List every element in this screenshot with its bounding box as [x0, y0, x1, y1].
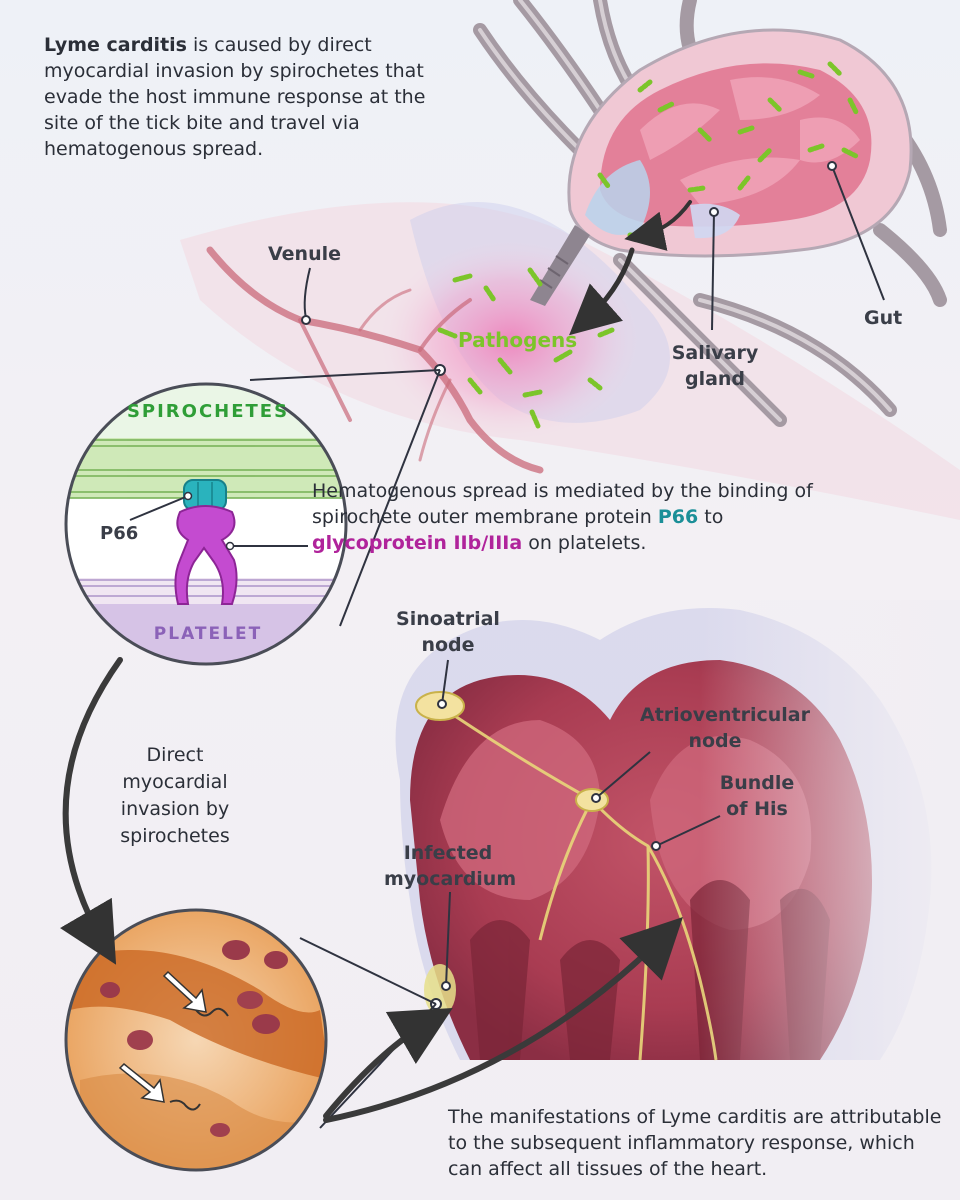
leader-lines-top [249, 161, 885, 627]
binding-post: on platelets. [522, 532, 647, 554]
intro-bold: Lyme carditis [44, 34, 187, 56]
binding-pre: Hematogenous spread is mediated by the b… [312, 480, 813, 528]
binding-paragraph: Hematogenous spread is mediated by the b… [312, 478, 832, 556]
label-venule: Venule [268, 243, 342, 265]
label-gut: Gut [864, 307, 903, 329]
label-spirochetes: SPIROCHETES [126, 401, 290, 422]
binding-glycoprotein: glycoprotein IIb/IIIa [312, 532, 523, 554]
manifestations-paragraph: The manifestations of Lyme carditis are … [448, 1106, 942, 1180]
flow-arrows [59, 657, 683, 1123]
label-infected-myocardium: Infected myocardium [384, 842, 517, 890]
intro-paragraph: Lyme carditis is caused by direct myocar… [44, 32, 444, 162]
micrograph-inset [64, 908, 328, 1172]
binding-mid: to [698, 506, 724, 528]
tick-migration-arrows [569, 200, 692, 336]
invasion-caption: Direct myocardial invasion by spirochete… [120, 744, 230, 847]
pathogen-spirochetes [437, 61, 859, 429]
label-platelet: PLATELET [153, 624, 263, 644]
heart-illustration [395, 600, 960, 1100]
label-bundle-of-his: Bundle of His [719, 772, 795, 820]
label-av-node: Atrioventricular node [640, 704, 810, 752]
label-sinoatrial-node: Sinoatrial node [396, 608, 500, 656]
label-salivary-gland: Salivary gland [671, 342, 759, 390]
venule-vessels [206, 246, 544, 474]
intro-rest: is caused by direct myocardial invasion … [44, 34, 426, 160]
binding-p66: P66 [657, 506, 699, 528]
label-p66: P66 [100, 523, 139, 544]
label-pathogens: Pathogens [458, 328, 578, 352]
